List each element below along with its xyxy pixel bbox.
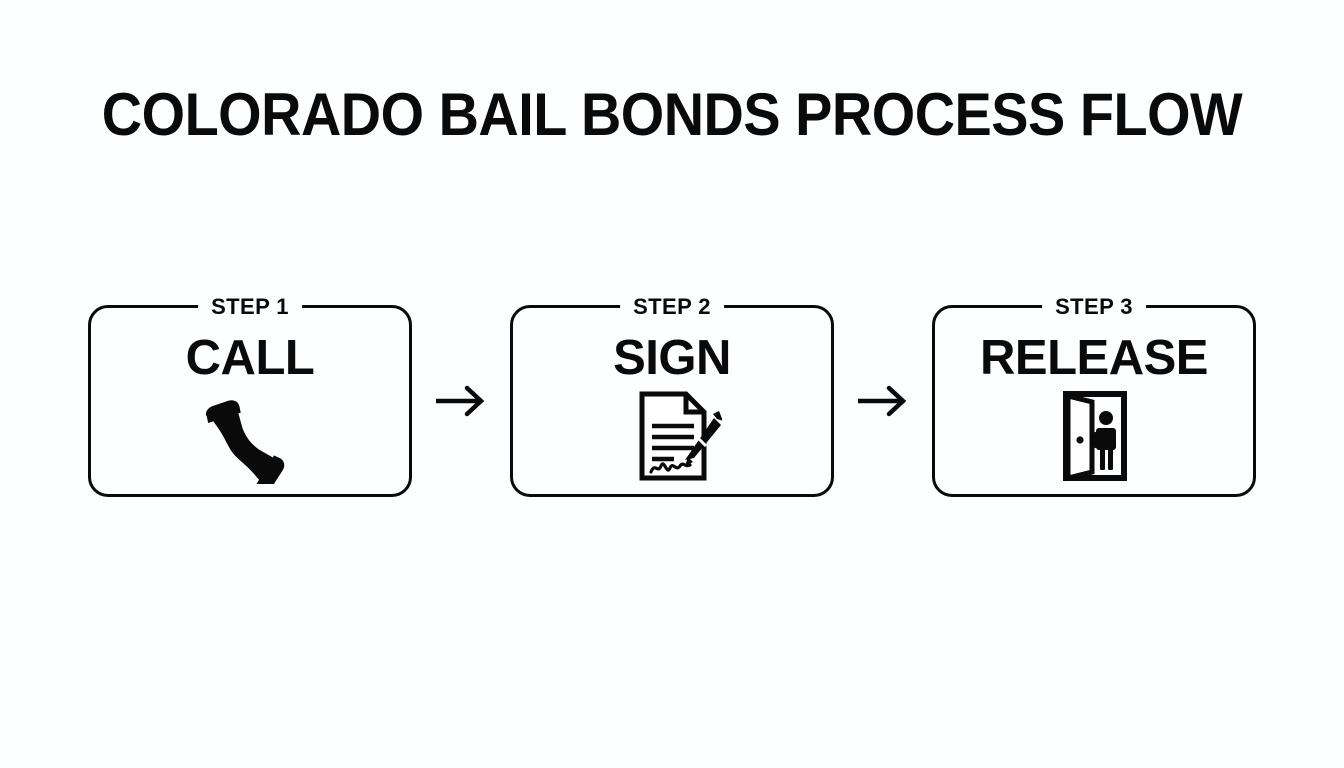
arrow-right-icon-2 [835, 371, 931, 431]
step-legend-2: STEP 2 [620, 295, 724, 319]
arrow-right-icon-1 [413, 371, 509, 431]
document-with-pen-icon [622, 388, 722, 484]
step-card-3[interactable]: STEP 3 RELEASE [932, 295, 1256, 497]
step-legend-1: STEP 1 [198, 295, 302, 319]
step-card-2[interactable]: STEP 2 SIGN [510, 295, 834, 497]
telephone-handset-icon [200, 388, 300, 484]
process-flow: STEP 1 CALL STEP 2 SIGN [88, 295, 1256, 499]
open-door-with-person-icon [1044, 388, 1144, 484]
step-word-3: RELEASE [980, 331, 1208, 385]
step-word-2: SIGN [613, 331, 731, 385]
step-word-1: CALL [185, 331, 315, 385]
page-title: COLORADO BAIL BONDS PROCESS FLOW [101, 81, 1243, 148]
step-card-1[interactable]: STEP 1 CALL [88, 295, 412, 497]
step-legend-3: STEP 3 [1042, 295, 1146, 319]
